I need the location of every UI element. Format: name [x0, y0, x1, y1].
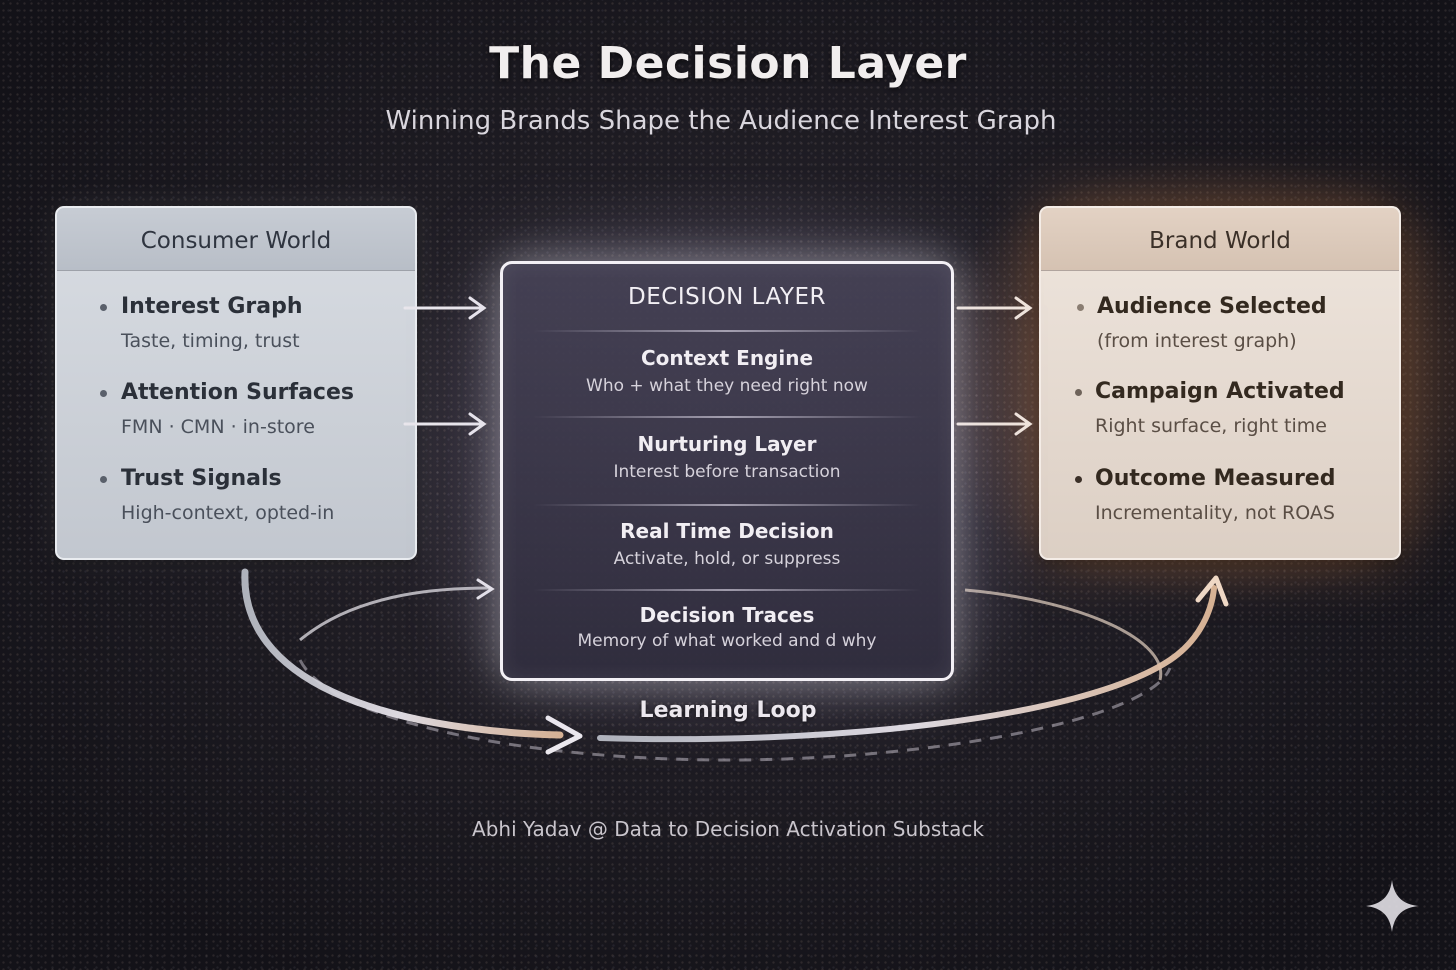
layer-nurturing: Nurturing Layer Interest before transact…	[503, 432, 951, 482]
consumer-item-title: Interest Graph	[121, 294, 303, 319]
decision-layer-box: DECISION LAYER Context Engine Who + what…	[500, 261, 954, 681]
brand-item-title: Audience Selected	[1097, 294, 1327, 319]
layer-desc: Interest before transaction	[613, 462, 841, 482]
layer-title: Context Engine	[640, 346, 814, 370]
brand-item-desc: Right surface, right time	[1095, 415, 1327, 437]
layer-desc: Who + what they need right now	[586, 376, 868, 396]
decision-layer-heading: DECISION LAYER	[628, 284, 826, 310]
learning-loop-label: Learning Loop	[639, 698, 817, 723]
arrow-consumer-to-decision-2	[403, 412, 487, 436]
consumer-world-heading: Consumer World	[57, 208, 415, 271]
brand-item-title: Outcome Measured	[1095, 466, 1336, 491]
divider	[533, 504, 921, 506]
divider	[533, 330, 921, 332]
layer-real-time-decision: Real Time Decision Activate, hold, or su…	[503, 519, 951, 569]
brand-item-desc: Incrementality, not ROAS	[1095, 502, 1335, 524]
page-title: The Decision Layer	[489, 38, 967, 89]
layer-desc: Memory of what worked and d why	[577, 631, 877, 651]
brand-item-title: Campaign Activated	[1095, 379, 1345, 404]
layer-context-engine: Context Engine Who + what they need righ…	[503, 346, 951, 396]
bullet-icon	[100, 476, 107, 483]
consumer-world-box: Consumer World Interest Graph Taste, tim…	[55, 206, 417, 560]
bullet-icon	[100, 304, 107, 311]
bullet-icon	[1075, 389, 1082, 396]
consumer-item-desc: Taste, timing, trust	[121, 330, 300, 352]
bullet-icon	[100, 390, 107, 397]
layer-title: Real Time Decision	[620, 519, 834, 543]
layer-decision-traces: Decision Traces Memory of what worked an…	[503, 603, 951, 651]
author-credit: Abhi Yadav @ Data to Decision Activation…	[472, 817, 984, 841]
arrow-decision-to-brand-1	[956, 296, 1033, 320]
consumer-item-desc: FMN · CMN · in-store	[121, 416, 315, 438]
consumer-item-title: Trust Signals	[121, 466, 282, 491]
layer-title: Nurturing Layer	[637, 432, 817, 456]
consumer-item-title: Attention Surfaces	[121, 380, 354, 405]
consumer-item-desc: High-context, opted-in	[121, 502, 335, 524]
divider	[533, 589, 921, 591]
brand-world-box: Brand World Audience Selected (from inte…	[1039, 206, 1401, 560]
learning-loop	[241, 568, 1229, 762]
brand-world-heading: Brand World	[1041, 208, 1399, 271]
divider	[533, 416, 921, 418]
layer-desc: Activate, hold, or suppress	[613, 549, 841, 569]
bullet-icon	[1077, 304, 1084, 311]
page-subtitle: Winning Brands Shape the Audience Intere…	[385, 106, 1057, 136]
arrow-consumer-to-decision-1	[403, 296, 487, 320]
arrow-decision-to-brand-2	[956, 412, 1033, 436]
bullet-icon	[1075, 476, 1082, 483]
brand-item-desc: (from interest graph)	[1097, 330, 1297, 352]
layer-title: Decision Traces	[639, 603, 815, 627]
sparkle-icon	[1366, 880, 1418, 932]
